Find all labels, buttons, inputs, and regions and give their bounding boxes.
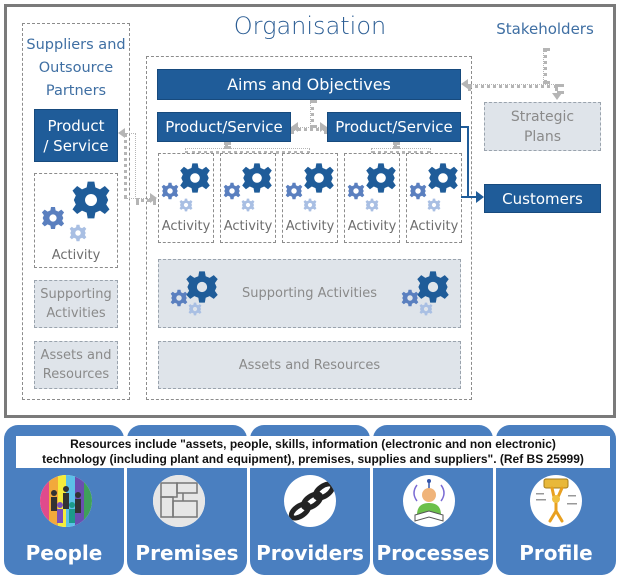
strategic-line: Strategic bbox=[510, 108, 575, 125]
small-gear-icon bbox=[69, 224, 87, 242]
floorplan-icon bbox=[153, 475, 205, 527]
arrow-right-icon bbox=[476, 191, 484, 203]
arrow-right-icon bbox=[150, 193, 157, 203]
small-gear-icon bbox=[365, 198, 379, 212]
activity-box: Activity bbox=[406, 153, 462, 243]
activity-box: Activity bbox=[344, 153, 400, 243]
resource-label-people: People bbox=[25, 541, 103, 565]
reading-person-icon bbox=[403, 475, 455, 527]
large-gear-icon bbox=[365, 162, 397, 194]
assets-line: Assets and bbox=[40, 348, 112, 363]
customer-link-line bbox=[469, 196, 479, 198]
supplier-supporting-activities-box: Supporting Activities bbox=[34, 280, 118, 328]
small-gear-icon bbox=[427, 198, 441, 212]
resource-label-providers: Providers bbox=[256, 541, 364, 565]
medium-gear-icon bbox=[161, 182, 179, 200]
stakeholder-line bbox=[557, 84, 561, 94]
small-gear-icon bbox=[241, 198, 255, 212]
supplier-product-service-box: Product / Service bbox=[34, 109, 118, 162]
plans-line: Plans bbox=[523, 128, 562, 145]
large-gear-icon bbox=[185, 270, 219, 304]
resources-quote-box: Resources include "assets, people, skill… bbox=[16, 436, 610, 468]
connector-line bbox=[371, 148, 431, 154]
suppliers-title-line: Partners bbox=[45, 83, 107, 99]
activity-label: Activity bbox=[347, 219, 397, 234]
connector-line bbox=[224, 142, 228, 149]
small-gear-icon bbox=[179, 198, 193, 212]
medium-gear-icon bbox=[170, 289, 188, 307]
stakeholder-line bbox=[543, 48, 547, 84]
activity-box: Activity bbox=[220, 153, 276, 243]
strategic-plans-box: Strategic Plans bbox=[484, 102, 601, 151]
supplier-activity-box: Activity bbox=[34, 173, 118, 268]
arrow-left-icon bbox=[118, 128, 125, 138]
supporting-line: Activities bbox=[46, 306, 106, 321]
suppliers-title: Suppliers and Outsource Partners bbox=[22, 34, 130, 103]
activity-label: Activity bbox=[285, 219, 335, 234]
connector-line bbox=[310, 100, 314, 128]
supplier-service-line: / Service bbox=[43, 136, 109, 155]
stakeholder-line bbox=[468, 84, 558, 88]
people-icon bbox=[40, 475, 92, 527]
supporting-activities-label: Supporting Activities bbox=[242, 286, 377, 301]
connector-line bbox=[393, 142, 397, 149]
large-gear-icon bbox=[241, 162, 273, 194]
quote-line: technology (including plant and equipmen… bbox=[42, 452, 584, 466]
resource-label-profile: Profile bbox=[519, 541, 593, 565]
activity-box: Activity bbox=[282, 153, 338, 243]
supporting-line: Supporting bbox=[40, 287, 112, 302]
small-gear-icon bbox=[303, 198, 317, 212]
brand-figure-icon bbox=[530, 475, 582, 527]
customers-box: Customers bbox=[484, 184, 601, 213]
supplier-product-line: Product bbox=[47, 116, 105, 135]
medium-gear-icon bbox=[347, 182, 365, 200]
resource-label-processes: Processes bbox=[376, 541, 490, 565]
chain-icon bbox=[284, 475, 336, 527]
small-gear-icon bbox=[419, 302, 433, 316]
medium-gear-icon bbox=[223, 182, 241, 200]
stakeholders-label: Stakeholders bbox=[496, 20, 594, 38]
supplier-activity-label: Activity bbox=[51, 248, 101, 263]
large-gear-icon bbox=[179, 162, 211, 194]
resource-label-premises: Premises bbox=[135, 541, 239, 565]
activity-label: Activity bbox=[409, 219, 459, 234]
quote-line: Resources include "assets, people, skill… bbox=[70, 437, 556, 451]
large-gear-icon bbox=[303, 162, 335, 194]
diagram-title: Organisation bbox=[233, 12, 387, 40]
assets-resources-box: Assets and Resources bbox=[158, 341, 461, 389]
medium-gear-icon bbox=[285, 182, 303, 200]
medium-gear-icon bbox=[41, 206, 65, 230]
activity-label: Activity bbox=[223, 219, 273, 234]
suppliers-title-line: Outsource bbox=[38, 60, 114, 76]
large-gear-icon bbox=[416, 270, 450, 304]
large-gear-icon bbox=[71, 180, 111, 220]
arrow-down-icon bbox=[552, 93, 562, 100]
large-gear-icon bbox=[427, 162, 459, 194]
assets-line: Resources bbox=[42, 367, 110, 382]
assets-resources-label: Assets and Resources bbox=[238, 357, 381, 373]
product-service-left-box: Product/Service bbox=[157, 112, 291, 142]
aims-objectives-box: Aims and Objectives bbox=[157, 69, 461, 100]
supplier-assets-box: Assets and Resources bbox=[34, 341, 118, 389]
medium-gear-icon bbox=[401, 289, 419, 307]
small-gear-icon bbox=[188, 302, 202, 316]
arrow-left-icon bbox=[461, 79, 468, 89]
activity-box: Activity bbox=[158, 153, 214, 243]
product-service-right-box: Product/Service bbox=[327, 112, 461, 142]
suppliers-title-line: Suppliers and bbox=[26, 37, 126, 53]
activity-label: Activity bbox=[161, 219, 211, 234]
arrow-left-icon bbox=[291, 122, 298, 132]
supplier-link-line bbox=[124, 133, 136, 199]
arrow-right-icon bbox=[320, 122, 327, 132]
customer-link-line bbox=[461, 126, 469, 198]
medium-gear-icon bbox=[409, 182, 427, 200]
connector-line bbox=[185, 148, 310, 154]
